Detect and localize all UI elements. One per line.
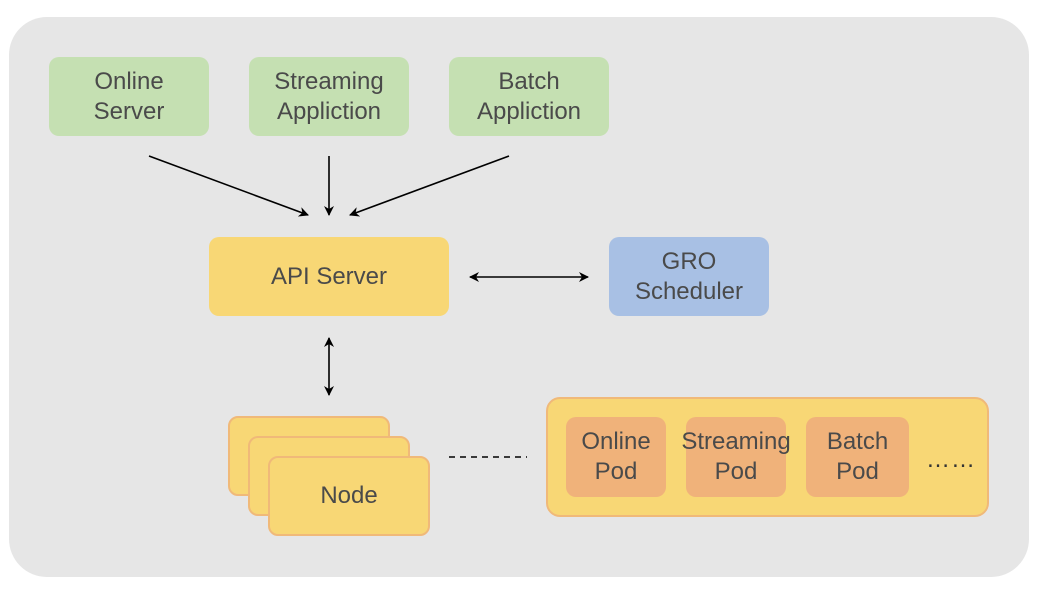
online-pod-box: Online Pod bbox=[566, 417, 666, 497]
batch-application-box: Batch Appliction bbox=[449, 57, 609, 136]
streaming-application-box: Streaming Appliction bbox=[249, 57, 409, 136]
arrow-batch-to-api bbox=[349, 155, 510, 217]
arrow-online-to-api bbox=[148, 155, 309, 217]
gro-scheduler-box: GRO Scheduler bbox=[609, 237, 769, 316]
streaming-pod-box: Streaming Pod bbox=[681, 417, 791, 497]
node-box-front: Node bbox=[268, 456, 430, 536]
online-server-box: Online Server bbox=[49, 57, 209, 136]
batch-pod-box: Batch Pod bbox=[806, 417, 909, 497]
api-server-box: API Server bbox=[209, 237, 449, 316]
more-pods-ellipsis: …… bbox=[926, 446, 976, 473]
